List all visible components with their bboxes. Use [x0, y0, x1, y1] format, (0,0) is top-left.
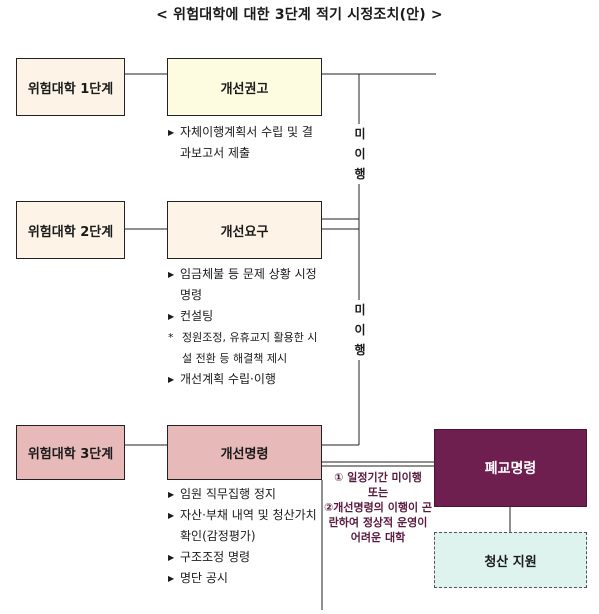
recommendation-notes: ▶자체이행계획서 수립 및 결과보고서 제출: [168, 122, 318, 164]
action-recommendation-label: 개선권고: [220, 81, 269, 97]
triangle-bullet-icon: ▶: [168, 312, 175, 321]
triangle-bullet-icon: ▶: [168, 511, 175, 520]
closure-conditions: ① 일정기간 미이행 또는 ②개선명령의 이행이 곤란하여 정상적 운영이 어려…: [322, 470, 434, 545]
action-order-box: 개선명령: [167, 425, 322, 480]
action-demand-label: 개선요구: [220, 224, 269, 240]
list-item: ▶컨설팅: [168, 306, 320, 327]
level-2-box: 위험대학 2단계: [16, 201, 125, 259]
level-1-box: 위험대학 1단계: [16, 58, 125, 116]
triangle-bullet-icon: ▶: [168, 375, 175, 384]
diagram-title: < 위험대학에 대한 3단계 적기 시정조치(안) >: [156, 7, 443, 23]
asterisk-icon: *: [168, 331, 174, 344]
liquidation-support-box: 청산 지원: [434, 532, 587, 588]
triangle-bullet-icon: ▶: [168, 553, 175, 562]
list-item: ▶자체이행계획서 수립 및 결과보고서 제출: [168, 122, 318, 164]
level-3-box: 위험대학 3단계: [16, 425, 125, 480]
triangle-bullet-icon: ▶: [168, 574, 175, 583]
list-item: ▶자산·부채 내역 및 청산가치 확인(감정평가): [168, 505, 318, 547]
closure-order-box: 폐교명령: [434, 429, 587, 507]
triangle-bullet-icon: ▶: [168, 128, 175, 137]
list-item: ▶구조조정 명령: [168, 547, 318, 568]
list-item: ▶명단 공시: [168, 568, 318, 589]
list-item: ▶임원 직무집행 정지: [168, 484, 318, 505]
level-3-label: 위험대학 3단계: [27, 447, 114, 462]
condition-1: ① 일정기간 미이행: [334, 471, 422, 484]
list-item: ▶개선계획 수립·이행: [168, 369, 320, 390]
triangle-bullet-icon: ▶: [168, 270, 175, 279]
triangle-bullet-icon: ▶: [168, 490, 175, 499]
condition-or: 또는: [367, 486, 389, 499]
level-2-label: 위험대학 2단계: [27, 224, 114, 240]
list-item: ▶임금체불 등 문제 상황 시정 명령: [168, 264, 320, 306]
closure-order-label: 폐교명령: [484, 461, 537, 477]
action-order-label: 개선명령: [220, 447, 269, 462]
action-recommendation-box: 개선권고: [167, 58, 322, 116]
condition-2: ②개선명령의 이행이 곤란하여 정상적 운영이 어려운 대학: [323, 501, 433, 544]
demand-notes: ▶임금체불 등 문제 상황 시정 명령 ▶컨설팅 *정원조정, 유휴교지 활용한…: [168, 264, 320, 390]
level-1-label: 위험대학 1단계: [27, 81, 114, 97]
action-demand-box: 개선요구: [167, 201, 322, 259]
liquidation-support-label: 청산 지원: [484, 554, 537, 570]
order-notes: ▶임원 직무집행 정지 ▶자산·부채 내역 및 청산가치 확인(감정평가) ▶구…: [168, 484, 318, 589]
list-item: *정원조정, 유휴교지 활용한 시설 전환 등 해결책 제시: [168, 327, 320, 369]
